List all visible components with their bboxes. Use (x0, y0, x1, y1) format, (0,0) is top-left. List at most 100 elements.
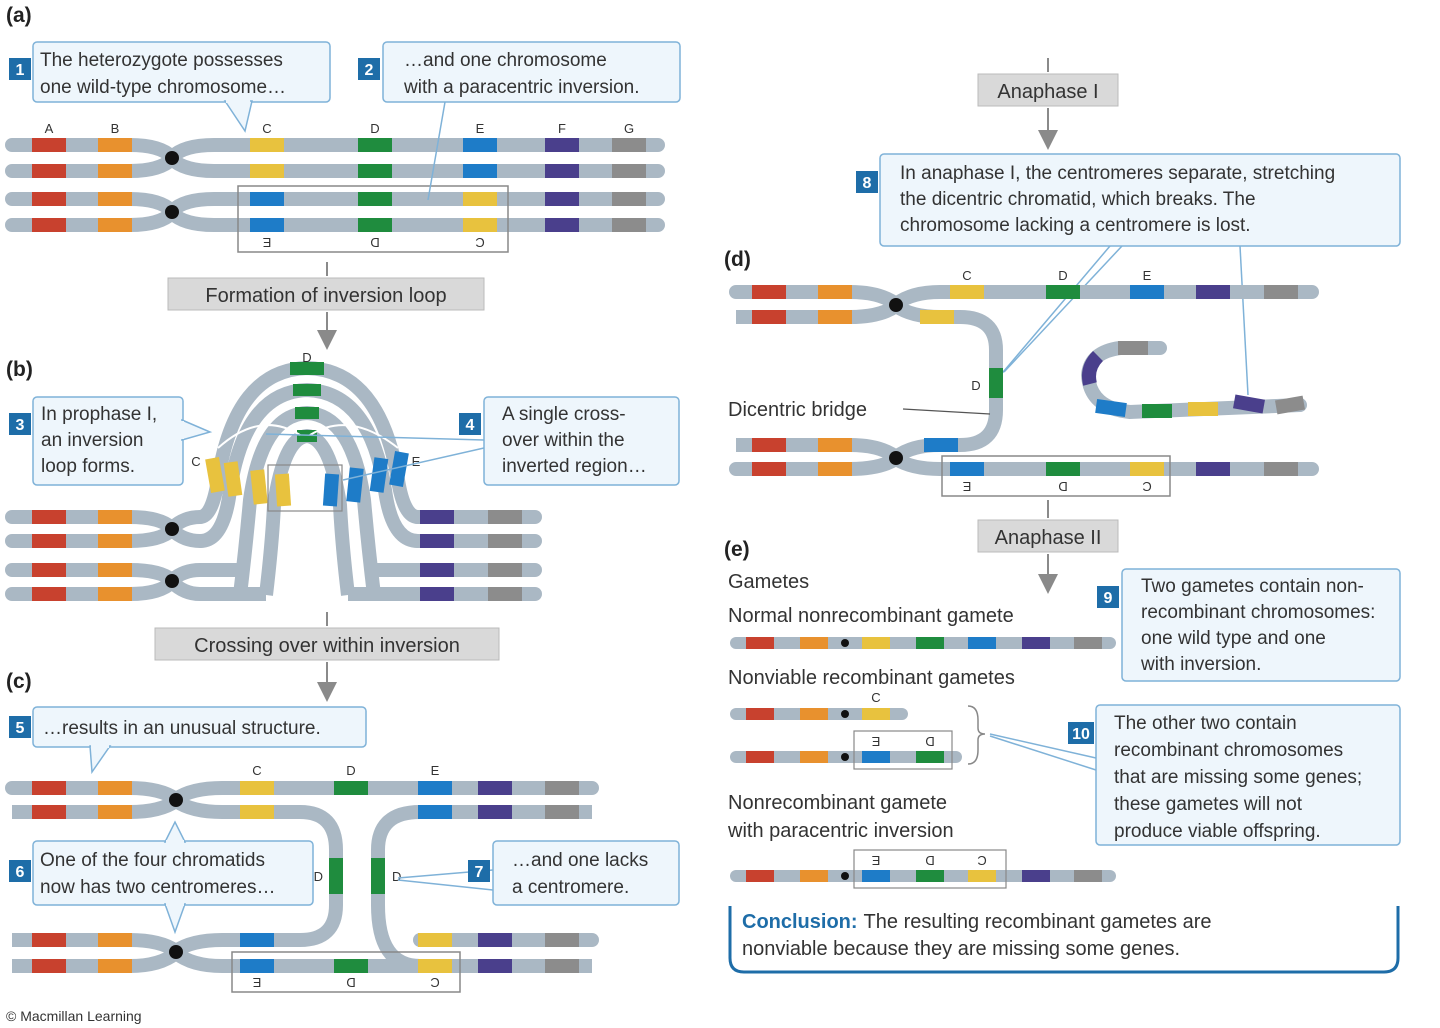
panel-label-d: (d) (724, 248, 751, 271)
gene-label: D (370, 121, 379, 136)
callout-line: In anaphase I, the centromeres separate,… (900, 163, 1335, 184)
callout-line: with a paracentric inversion. (403, 77, 640, 98)
inversion-chromosome (5, 192, 665, 232)
gamete-bracket (967, 705, 986, 765)
gametes-label: Gametes (728, 571, 809, 593)
stage-box-crossing: Crossing over within inversion (154, 627, 500, 661)
nonviable-gametes-label: Nonviable recombinant gametes (728, 667, 1015, 689)
gene-label-inverted: D (1058, 479, 1067, 494)
callout-step-3: 3 In prophase I, an inversion loop forms… (9, 396, 213, 486)
callout-line: …and one chromosome (404, 50, 607, 71)
callout-step-5: 5 …results in an unusual structure. (9, 706, 367, 775)
callout-line: one wild type and one (1141, 628, 1326, 649)
callout-line: the dicentric chromatid, which breaks. T… (900, 189, 1256, 210)
gene-label-inverted: D (346, 975, 355, 990)
callout-line: now has two centromeres… (40, 877, 276, 898)
callout-line: a centromere. (512, 877, 629, 898)
gene-label: D (346, 763, 355, 778)
gene-label: A (45, 121, 54, 136)
gene-label-inverted: E (262, 235, 271, 250)
callout-line: with inversion. (1140, 654, 1261, 675)
step-number: 1 (16, 62, 25, 79)
step-number: 3 (16, 417, 25, 434)
gene-label-inverted: C (475, 235, 484, 250)
gene-label: D (302, 350, 311, 365)
gene-label: E (431, 763, 440, 778)
callout-line: …results in an unusual structure. (43, 718, 321, 739)
step-number: 7 (475, 864, 484, 881)
gene-label: E (476, 121, 485, 136)
gene-label-inverted: C (430, 975, 439, 990)
gene-label: D (1058, 268, 1067, 283)
callout-step-1: 1 The heterozygote possesses one wild-ty… (9, 41, 331, 133)
gene-label: D (971, 378, 980, 393)
callout-line: recombinant chromosomes (1114, 740, 1343, 761)
callout-line: an inversion (41, 430, 143, 451)
panel-a-chromosomes (5, 138, 665, 253)
wild-type-chromosome (5, 138, 665, 178)
step-number: 4 (466, 417, 475, 434)
gene-label: C (962, 268, 971, 283)
panel-label-a: (a) (6, 4, 32, 27)
callout-step-2: 2 …and one chromosome with a paracentric… (358, 41, 681, 201)
step-number: 10 (1072, 726, 1090, 743)
panel-b-inversion-loop (5, 360, 542, 601)
panel-a-gene-labels: A B C D E F G E D C (45, 121, 634, 250)
gene-label: C (871, 690, 880, 705)
callout-line: The heterozygote possesses (40, 50, 283, 71)
conclusion-text-line2: nonviable because they are missing some … (742, 938, 1180, 960)
callout-line: one wild-type chromosome… (40, 77, 286, 98)
gene-label-inverted: C (1142, 479, 1151, 494)
callout-line: inverted region… (502, 456, 647, 477)
callout-line: these gametes will not (1114, 794, 1303, 815)
panel-c-dicentric-structure (5, 781, 599, 993)
gene-label: C (252, 763, 261, 778)
panel-c-gene-labels: C D E D D E D C (252, 763, 439, 990)
gene-label-inverted: C (977, 853, 986, 868)
gene-label: C (262, 121, 271, 136)
gene-label: E (412, 454, 421, 469)
panel-label-c: (c) (6, 670, 32, 693)
callout-step-9: 9 Two gametes contain non- recombinant c… (1097, 568, 1401, 682)
step-badge (9, 58, 31, 80)
gene-label-inverted: D (925, 734, 934, 749)
stage-label: Crossing over within inversion (194, 635, 460, 657)
callout-line: loop forms. (41, 456, 135, 477)
gene-label-inverted: E (871, 734, 880, 749)
callout-line: The other two contain (1114, 713, 1297, 734)
callout-line: chromosome lacking a centromere is lost. (900, 215, 1251, 236)
gene-label: D (314, 869, 323, 884)
gene-label: C (191, 454, 200, 469)
gene-label-inverted: D (370, 235, 379, 250)
stage-label: Anaphase II (995, 527, 1102, 549)
panel-d-gene-labels: C D E D E D C (962, 268, 1151, 494)
recombinant-gamete-2: E D (730, 730, 962, 770)
callout-line: In prophase I, (41, 404, 157, 425)
gene-label-inverted: E (252, 975, 261, 990)
panel-b-gene-labels: D C E (191, 350, 420, 469)
step-number: 5 (16, 720, 25, 737)
callout-step-10: 10 The other two contain recombinant chr… (989, 704, 1401, 846)
gene-label: F (558, 121, 566, 136)
callout-line: produce viable offspring. (1114, 821, 1321, 842)
conclusion-box: Conclusion:The resulting recombinant gam… (728, 906, 1400, 974)
callout-line: …and one lacks (512, 850, 648, 871)
stage-box-anaphase2: Anaphase II (977, 519, 1119, 553)
callout-line: over within the (502, 430, 625, 451)
credit-line: © Macmillan Learning (6, 1008, 142, 1024)
step-number: 9 (1104, 590, 1113, 607)
gene-label-inverted: E (871, 853, 880, 868)
callout-line: A single cross- (502, 404, 626, 425)
panel-d-anaphase (729, 285, 1319, 497)
step-number: 8 (863, 175, 872, 192)
callout-step-8: 8 In anaphase I, the centromeres separat… (856, 153, 1401, 396)
conclusion-text-line1: Conclusion:The resulting recombinant gam… (742, 911, 1212, 933)
gene-label: D (392, 869, 401, 884)
inversion-gamete-chromosome: E D C (730, 849, 1116, 889)
inversion-gamete-label: with paracentric inversion (727, 820, 954, 842)
gene-label-inverted: D (925, 853, 934, 868)
panel-label-e: (e) (724, 538, 750, 561)
stage-label: Formation of inversion loop (205, 285, 446, 307)
step-number: 2 (365, 62, 374, 79)
